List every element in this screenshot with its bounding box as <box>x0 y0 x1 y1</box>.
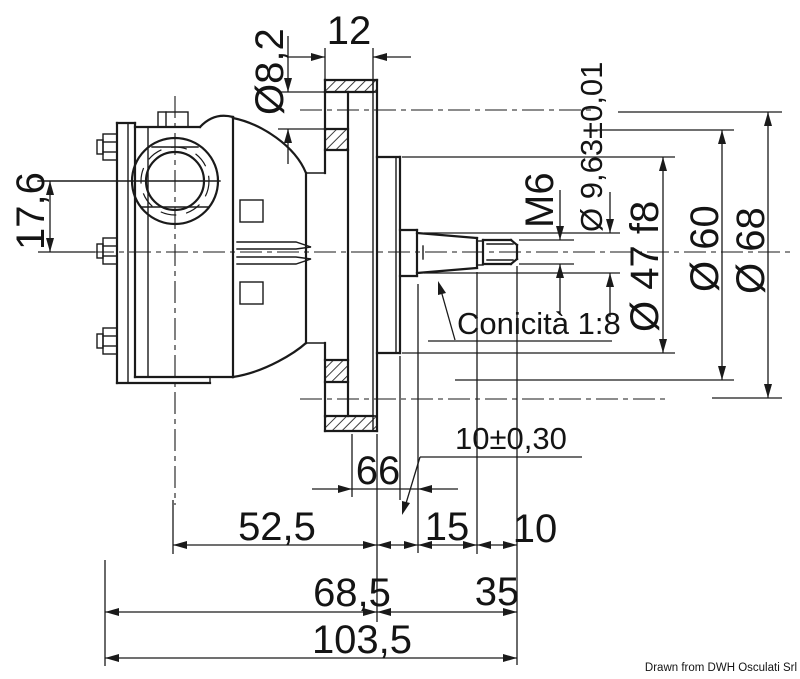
dim-diameter-68: Ø 68 <box>618 111 782 399</box>
note-tolerance-10: 10±0,30 <box>402 421 582 515</box>
dim-row-2: 68,5 35 <box>104 560 520 666</box>
body-flange-transition <box>231 116 326 379</box>
note-tolerance-10-label: 10±0,30 <box>455 421 567 456</box>
attribution-text: Drawn from DWH Osculati Srl <box>645 662 797 674</box>
dim-taper-diameter-label: Ø 9,63±0,01 <box>574 62 609 232</box>
dim-port-offset-label: 17,6 <box>9 172 53 250</box>
dim-hub-diameter-label: Ø 47 f8 <box>623 201 667 332</box>
dim-10-label: 10 <box>513 507 558 551</box>
dim-diameter-68-label: Ø 68 <box>729 207 773 294</box>
note-taper-label: Conicità 1:8 <box>457 306 621 341</box>
dim-66-label: 66 <box>356 449 401 493</box>
centerlines <box>37 96 795 505</box>
dim-flange-thickness-label: 12 <box>327 9 372 53</box>
dim-66: 66 <box>312 284 458 553</box>
cover-screws <box>96 133 118 355</box>
dim-bolt-hole-label: Ø8,2 <box>248 28 292 115</box>
mounting-flange <box>323 78 379 433</box>
dim-thread-label: M6 <box>518 172 562 228</box>
dim-diameter-60: Ø 60 <box>455 129 734 381</box>
dim-flange-thickness: 12 <box>287 9 411 92</box>
dim-total-length: 103,5 <box>105 618 517 662</box>
inlet-port-circle <box>130 136 220 226</box>
dim-row-1: 52,5 15 10 <box>172 266 558 665</box>
dim-port-offset: 17,6 <box>9 172 95 253</box>
dim-103-5-label: 103,5 <box>312 618 412 662</box>
shaft-assembly <box>375 155 519 355</box>
flange-section-hatch-lower-inner <box>324 359 349 383</box>
dim-bolt-hole: Ø8,2 <box>248 28 326 164</box>
flange-section-hatch-top <box>324 79 378 93</box>
flange-section-hatch-bottom <box>324 415 378 432</box>
dim-68-5-label: 68,5 <box>313 571 391 615</box>
dim-thread: M6 <box>518 172 574 315</box>
dim-diameter-60-label: Ø 60 <box>683 205 727 292</box>
note-taper: Conicità 1:8 <box>428 281 621 342</box>
dim-hub-diameter: Ø 47 f8 <box>402 156 675 354</box>
top-fitting <box>157 111 189 128</box>
dim-taper-diameter: Ø 9,63±0,01 <box>424 62 620 317</box>
flange-section-hatch-upper-inner <box>324 128 349 151</box>
dim-52-5-label: 52,5 <box>238 505 316 549</box>
dim-15-label: 15 <box>425 505 470 549</box>
dim-35-label: 35 <box>475 570 520 614</box>
pump-body <box>96 111 326 385</box>
